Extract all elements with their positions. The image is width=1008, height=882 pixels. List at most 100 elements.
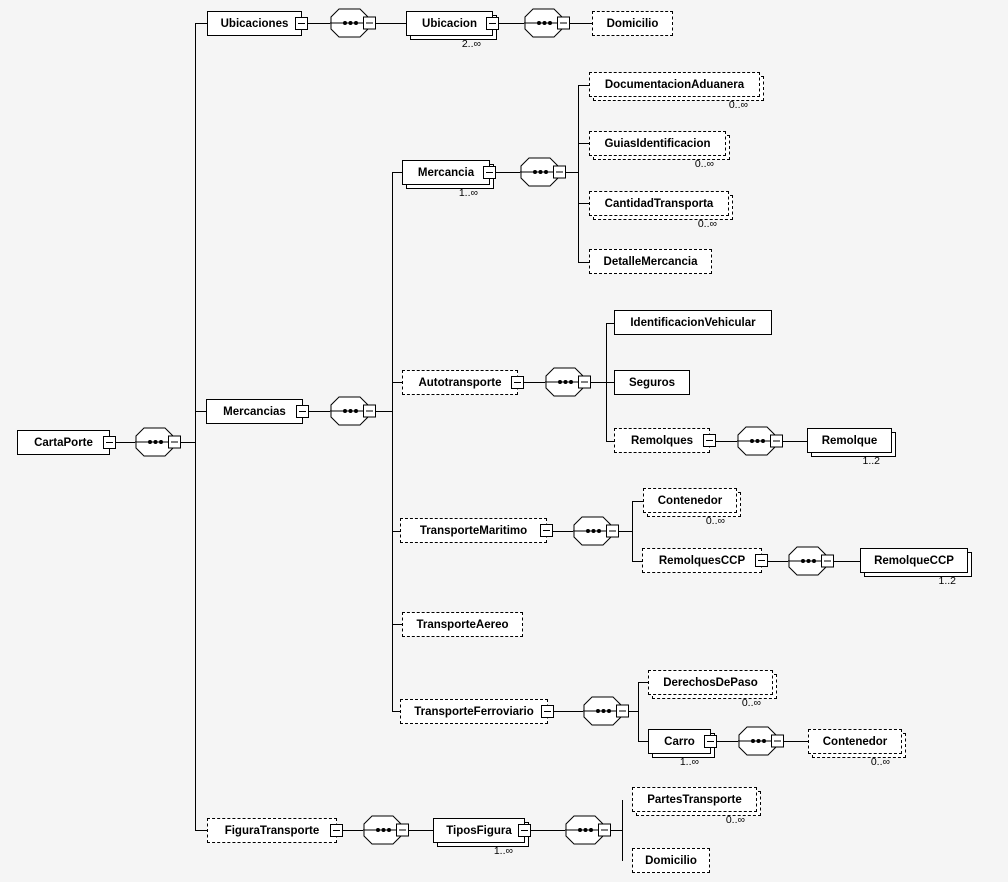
element-remolquesccp[interactable]: RemolquesCCP <box>642 548 768 573</box>
collapse-icon[interactable] <box>755 553 768 567</box>
sequence-icon[interactable] <box>330 396 376 426</box>
connector-line <box>784 741 808 742</box>
element-remolques[interactable]: Remolques <box>614 428 716 453</box>
occurrence-label: 0..∞ <box>728 99 748 111</box>
element-documentacionaduanera[interactable]: DocumentacionAduanera <box>589 72 760 97</box>
connector-line <box>195 23 196 831</box>
sequence-icon[interactable] <box>737 426 783 456</box>
sequence-icon[interactable] <box>524 8 570 38</box>
element-contenedor-maritimo[interactable]: Contenedor <box>643 488 737 513</box>
occurrence-label: 1..∞ <box>679 756 699 768</box>
connector-line <box>116 442 135 443</box>
sequence-icon[interactable] <box>788 546 834 576</box>
element-label: Autotransporte <box>418 376 502 389</box>
element-mercancias[interactable]: Mercancias <box>206 399 309 424</box>
occurrence-label: 0..∞ <box>725 814 745 826</box>
element-derechosdepaso[interactable]: DerechosDePaso <box>648 670 773 695</box>
element-cantidadtransporta[interactable]: CantidadTransporta <box>589 191 729 216</box>
element-guiasidentificacion[interactable]: GuiasIdentificacion <box>589 131 726 156</box>
element-label: Carro <box>664 735 695 748</box>
element-autotransporte[interactable]: Autotransporte <box>402 370 524 395</box>
collapse-icon[interactable] <box>541 704 554 718</box>
connector-line <box>308 23 330 24</box>
connector-line <box>578 143 589 144</box>
connector-line <box>554 711 583 712</box>
connector-line <box>566 172 578 173</box>
connector-line <box>632 501 643 502</box>
connector-line <box>638 682 648 683</box>
element-label: RemolqueCCP <box>874 554 954 567</box>
element-tiposfigura[interactable]: TiposFigura <box>433 818 531 843</box>
element-partestransporte[interactable]: PartesTransporte <box>632 787 757 812</box>
collapse-icon[interactable] <box>295 16 308 30</box>
element-remolque[interactable]: Remolque <box>807 428 892 453</box>
element-contenedor-ferroviario[interactable]: Contenedor <box>808 729 902 754</box>
sequence-icon[interactable] <box>363 815 409 845</box>
connector-line <box>392 172 402 173</box>
connector-line <box>181 442 195 443</box>
collapse-icon[interactable] <box>483 165 496 179</box>
element-figuratransporte[interactable]: FiguraTransporte <box>207 818 343 843</box>
connector-line <box>409 830 433 831</box>
collapse-icon[interactable] <box>703 433 716 447</box>
element-identificacionvehicular[interactable]: IdentificacionVehicular <box>614 310 772 335</box>
occurrence-label: 1..∞ <box>458 187 478 199</box>
sequence-icon[interactable] <box>738 726 784 756</box>
sequence-icon[interactable] <box>135 427 181 457</box>
collapse-icon[interactable] <box>296 404 309 418</box>
occurrence-label: 1..2 <box>938 575 956 587</box>
element-domicilio-ubicacion[interactable]: Domicilio <box>592 11 673 36</box>
collapse-icon[interactable] <box>511 375 524 389</box>
connector-line <box>834 561 860 562</box>
connector-line <box>570 23 592 24</box>
element-label: FiguraTransporte <box>224 824 320 837</box>
collapse-icon[interactable] <box>518 823 531 837</box>
collapse-icon[interactable] <box>486 16 499 30</box>
connector-line <box>578 203 589 204</box>
occurrence-label: 0..∞ <box>694 158 714 170</box>
element-label: Mercancia <box>417 166 475 179</box>
element-carro[interactable]: Carro <box>648 729 717 754</box>
connector-line <box>606 323 614 324</box>
collapse-icon[interactable] <box>704 734 717 748</box>
collapse-icon[interactable] <box>103 435 116 449</box>
element-label: DocumentacionAduanera <box>604 78 745 91</box>
connector-line <box>553 531 573 532</box>
collapse-icon[interactable] <box>540 523 553 537</box>
sequence-icon[interactable] <box>565 815 611 845</box>
element-label: Domicilio <box>606 17 659 30</box>
element-seguros[interactable]: Seguros <box>614 370 690 395</box>
element-remolqueccp[interactable]: RemolqueCCP <box>860 548 968 573</box>
sequence-icon[interactable] <box>573 516 619 546</box>
element-detallemercancia[interactable]: DetalleMercancia <box>589 249 712 274</box>
connector-line <box>622 800 623 861</box>
element-ubicaciones[interactable]: Ubicaciones <box>207 11 308 36</box>
sequence-icon[interactable] <box>330 8 376 38</box>
collapse-icon[interactable] <box>330 823 343 837</box>
element-ubicacion[interactable]: Ubicacion <box>406 11 499 36</box>
connector-line <box>611 830 622 831</box>
connector-line <box>195 830 207 831</box>
element-label: Contenedor <box>657 494 723 507</box>
occurrence-label: 1..∞ <box>493 845 513 857</box>
connector-line <box>499 23 524 24</box>
sequence-icon[interactable] <box>520 157 566 187</box>
element-transporteaereo[interactable]: TransporteAereo <box>402 612 523 637</box>
element-transporteferroviario[interactable]: TransporteFerroviario <box>400 699 554 724</box>
sequence-icon[interactable] <box>583 696 629 726</box>
sequence-icon[interactable] <box>545 367 591 397</box>
element-cartaporte[interactable]: CartaPorte <box>17 430 116 455</box>
connector-line <box>578 262 589 263</box>
element-label: CantidadTransporta <box>604 197 714 210</box>
element-label: Mercancias <box>223 405 286 418</box>
element-label: DetalleMercancia <box>603 255 698 268</box>
connector-line <box>638 682 639 742</box>
connector-line <box>629 711 638 712</box>
element-transportemaritimo[interactable]: TransporteMaritimo <box>400 518 553 543</box>
connector-line <box>392 711 400 712</box>
element-domicilio-figura[interactable]: Domicilio <box>632 848 710 873</box>
element-label: Domicilio <box>645 854 697 867</box>
connector-line <box>343 830 363 831</box>
element-mercancia[interactable]: Mercancia <box>402 160 496 185</box>
